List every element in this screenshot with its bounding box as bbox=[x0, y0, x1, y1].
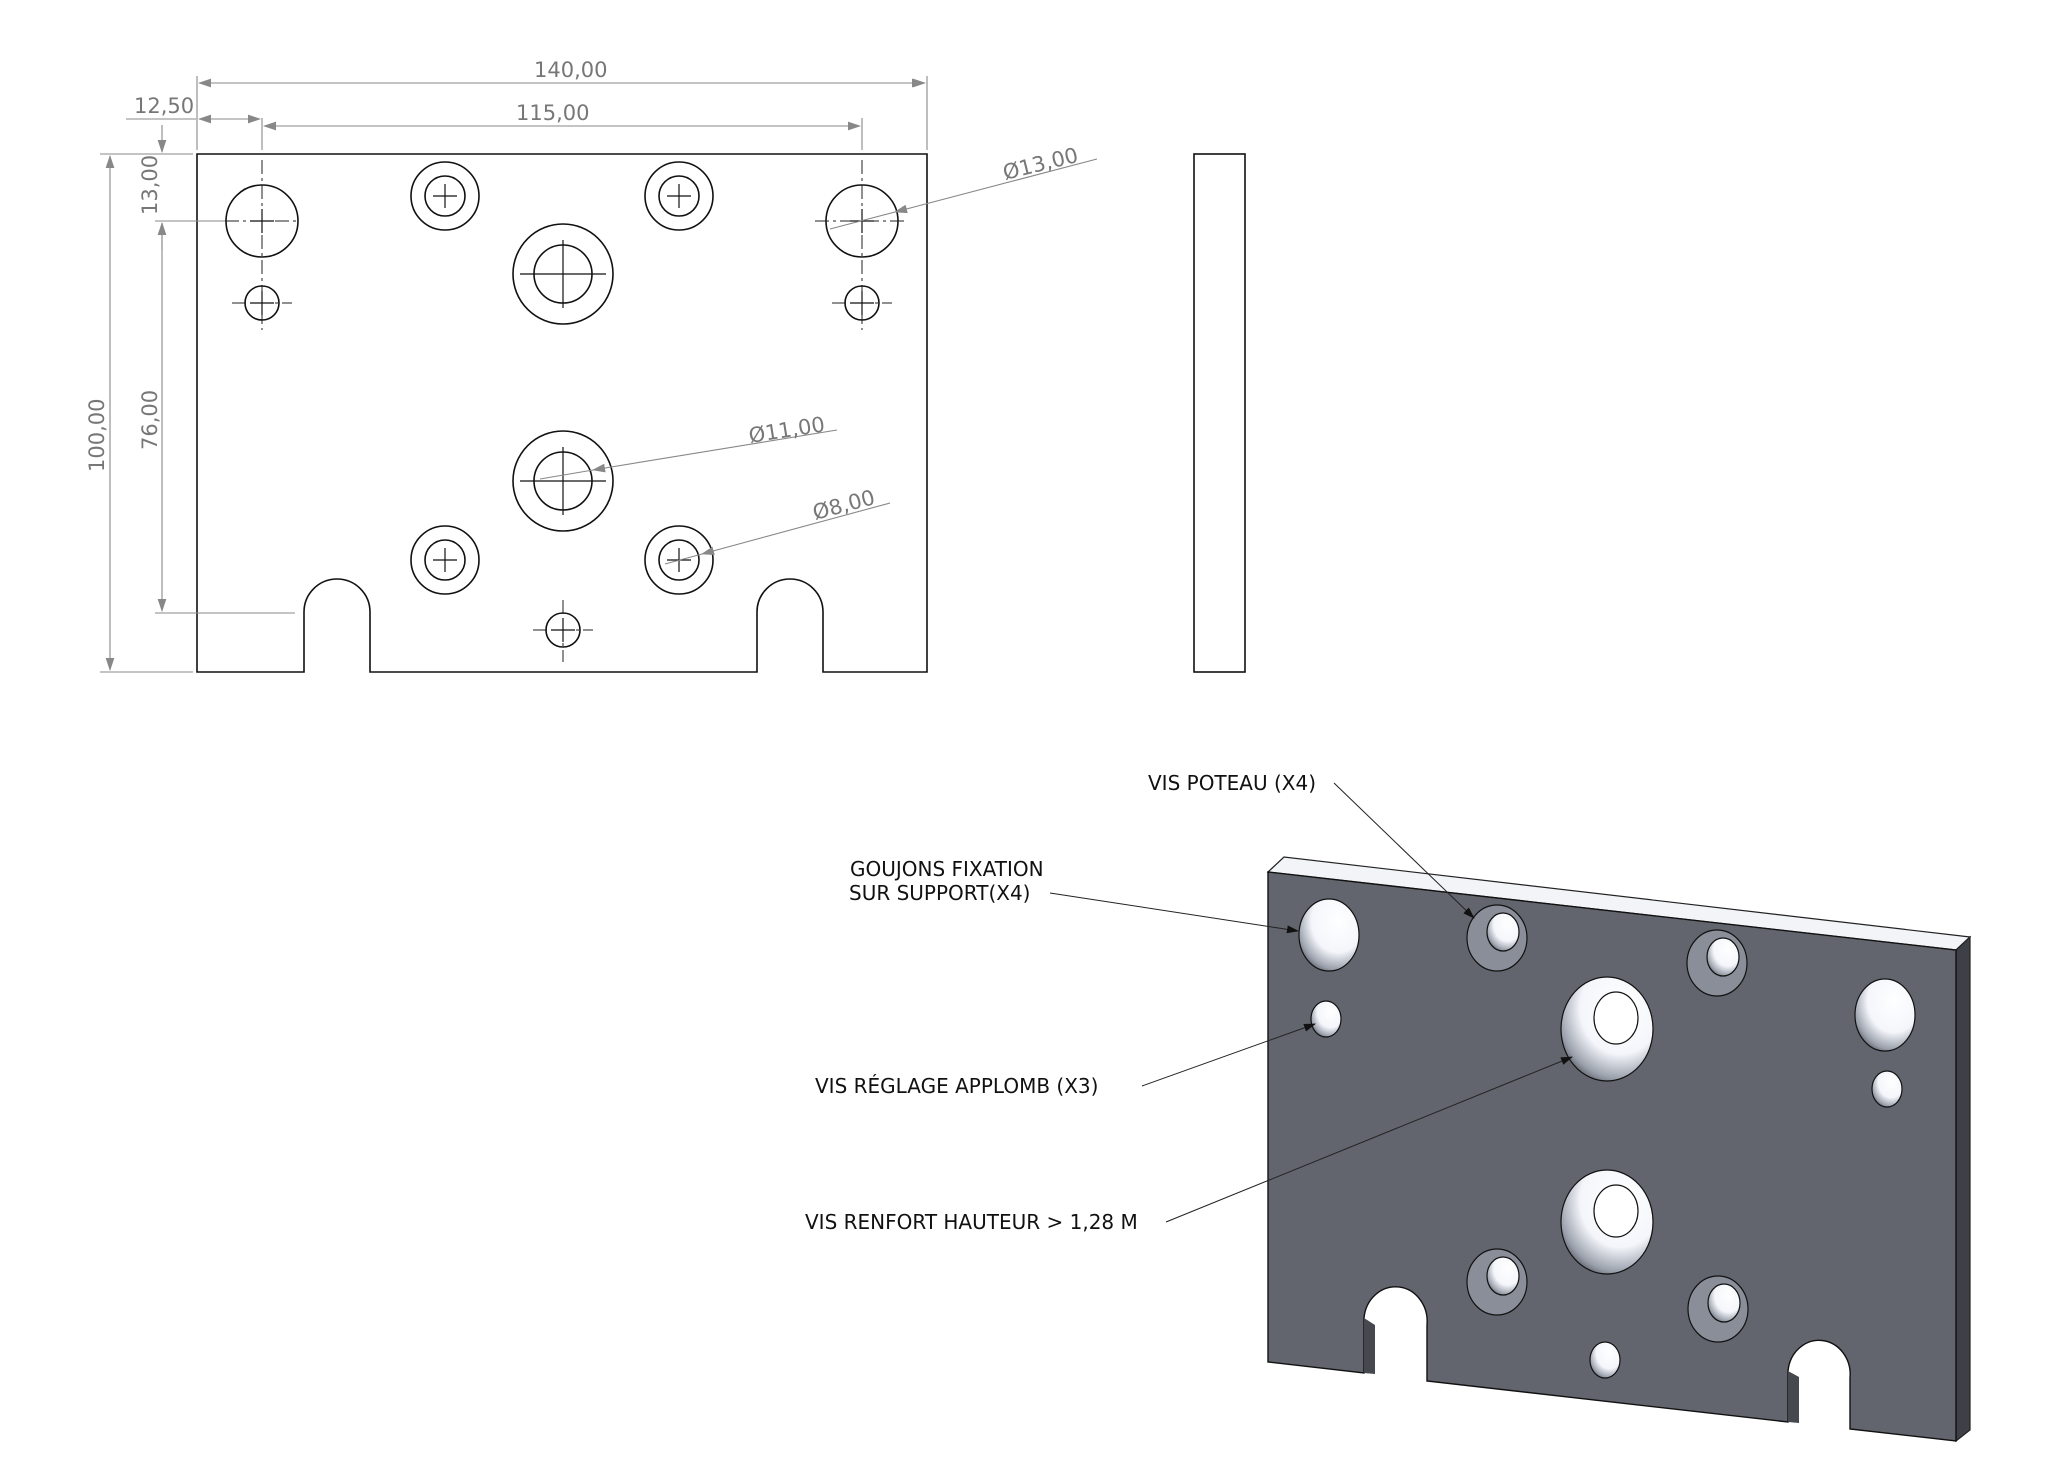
front-view: 140,00 115,00 12,50 100,00 76,00 13,00 Ø… bbox=[85, 58, 1098, 673]
hole-large-top-right bbox=[815, 160, 905, 330]
callout-leaders bbox=[1049, 782, 1573, 1223]
dim-dia-large: Ø13,00 bbox=[1000, 143, 1080, 185]
callout-vis-poteau: VIS POTEAU (X4) bbox=[1148, 771, 1316, 795]
side-view bbox=[1193, 153, 1246, 673]
center-hole-lower bbox=[512, 430, 614, 532]
counterbore-top-right bbox=[644, 161, 714, 231]
dimension-lines bbox=[100, 76, 1098, 673]
iso-view: VIS POTEAU (X4) GOUJONS FIXATION SUR SUP… bbox=[805, 771, 1972, 1443]
callout-goujons-line2: SUR SUPPORT(X4) bbox=[849, 881, 1030, 905]
dim-overall-height: 100,00 bbox=[85, 399, 109, 472]
dim-dia-counterbore: Ø8,00 bbox=[810, 485, 877, 525]
counterbore-bottom-left bbox=[410, 525, 480, 595]
hole-small-bottom bbox=[533, 600, 593, 662]
callout-goujons-line1: GOUJONS FIXATION bbox=[850, 857, 1044, 881]
callout-vis-reglage: VIS RÉGLAGE APPLOMB (X3) bbox=[815, 1074, 1098, 1098]
hole-small-left bbox=[232, 285, 292, 321]
center-hole-upper bbox=[512, 223, 614, 325]
dim-overall-width: 140,00 bbox=[534, 58, 607, 82]
dim-vertical-spacing: 76,00 bbox=[138, 390, 162, 450]
plate-side-face bbox=[1955, 935, 1971, 1443]
dim-hole-spacing: 115,00 bbox=[516, 101, 589, 125]
callout-vis-renfort: VIS RENFORT HAUTEUR > 1,28 M bbox=[805, 1210, 1138, 1234]
dim-dia-center: Ø11,00 bbox=[747, 412, 826, 448]
hole-small-right bbox=[832, 285, 892, 321]
counterbore-top-left bbox=[410, 161, 480, 231]
plate-outline bbox=[196, 153, 928, 673]
dim-edge-offset: 12,50 bbox=[134, 94, 194, 118]
hole-large-top-left bbox=[225, 160, 300, 330]
dim-top-offset: 13,00 bbox=[138, 155, 162, 215]
iso-holes bbox=[1298, 898, 1916, 1379]
